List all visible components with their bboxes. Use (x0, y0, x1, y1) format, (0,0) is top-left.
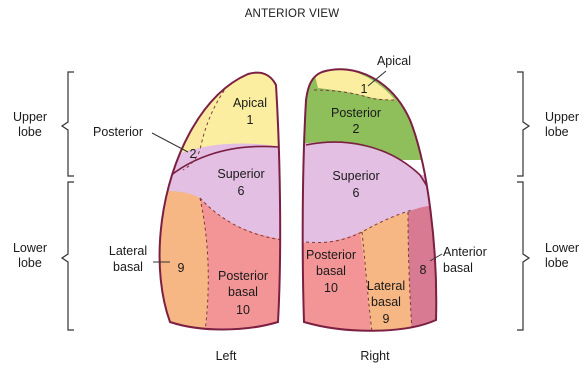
left-lung-caption: Left (216, 349, 237, 363)
right-anterior-basal-name-line2: basal (443, 261, 473, 275)
left-apical-number: 1 (247, 113, 254, 127)
right-lower-lobe-label-line1: Lower (545, 241, 579, 255)
right-apical-number: 1 (361, 82, 368, 96)
right-anterior-basal-segment (408, 204, 445, 340)
right-upper-lobe-label-line2: lobe (545, 125, 569, 139)
right-anterior-basal-name-line1: Anterior (443, 245, 487, 259)
left-lateral-basal-name-line1: Lateral (109, 244, 147, 258)
left-posterior-number: 2 (190, 147, 197, 161)
right-lung (295, 60, 445, 340)
left-lateral-basal-name-line2: basal (113, 260, 143, 274)
left-apical-name: Apical (233, 96, 267, 110)
right-apical-name: Apical (377, 54, 411, 68)
right-upper-lobe-brace (517, 72, 529, 176)
left-lung (150, 60, 290, 340)
left-posterior-basal-name-line2: basal (228, 285, 258, 299)
right-lower-lobe-label-line2: lobe (545, 256, 569, 270)
left-lower-lobe-brace (62, 182, 74, 330)
right-posterior-basal-number: 10 (324, 281, 338, 295)
right-posterior-name: Posterior (331, 106, 381, 120)
right-posterior-number: 2 (353, 122, 360, 136)
left-posterior-leader (152, 133, 188, 152)
right-superior-number: 6 (353, 186, 360, 200)
left-upper-lobe-label-line1: Upper (13, 110, 47, 124)
left-lateral-basal-number: 9 (178, 261, 185, 275)
left-superior-name: Superior (217, 167, 264, 181)
right-lateral-basal-name-line2: basal (371, 295, 401, 309)
left-posterior-basal-number: 10 (236, 303, 250, 317)
left-lower-lobe-label-line2: lobe (18, 256, 42, 270)
right-lateral-basal-name-line1: Lateral (367, 279, 405, 293)
right-lung-caption: Right (360, 349, 390, 363)
left-posterior-basal-name-line1: Posterior (218, 269, 268, 283)
left-posterior-name: Posterior (93, 125, 143, 139)
right-upper-lobe-label-line1: Upper (545, 110, 579, 124)
left-superior-number: 6 (238, 184, 245, 198)
left-lower-lobe-label-line1: Lower (13, 241, 47, 255)
right-posterior-basal-name-line2: basal (316, 264, 346, 278)
diagram-title: ANTERIOR VIEW (245, 8, 340, 20)
right-anterior-basal-number: 8 (420, 263, 427, 277)
right-lower-lobe-brace (517, 182, 529, 330)
right-superior-name: Superior (332, 169, 379, 183)
right-posterior-basal-name-line1: Posterior (306, 248, 356, 262)
left-upper-lobe-brace (62, 72, 74, 176)
left-upper-lobe-label-line2: lobe (18, 125, 42, 139)
right-lateral-basal-number: 9 (383, 312, 390, 326)
